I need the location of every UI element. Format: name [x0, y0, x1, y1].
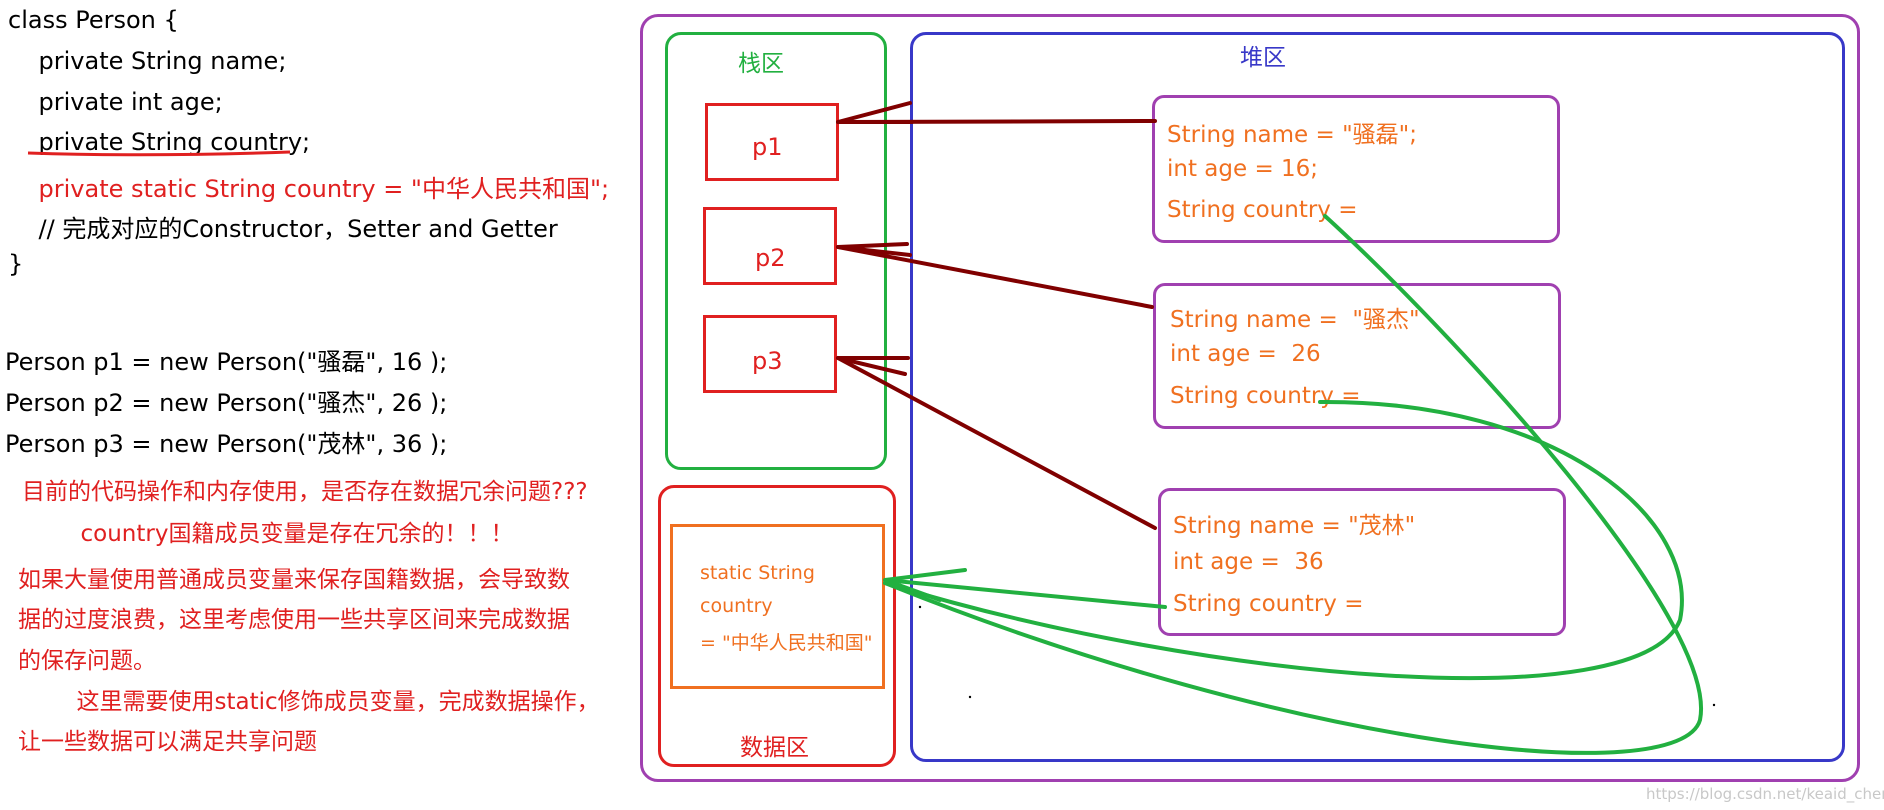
- arrowhead-p1: [836, 101, 914, 124]
- stray-dot: [968, 695, 972, 699]
- field-country: String country =: [1167, 197, 1358, 223]
- heap-object: [1153, 283, 1561, 429]
- data-area: [658, 485, 896, 767]
- instance-line: Person p2 = new Person("骚杰", 26 );: [5, 389, 448, 417]
- data-area-label: 数据区: [740, 735, 809, 761]
- field-age: int age = 26: [1170, 341, 1321, 367]
- code-line: private int age;: [8, 88, 223, 116]
- heap-object: [1158, 488, 1566, 636]
- instance-line: Person p1 = new Person("骚磊", 16 );: [5, 348, 448, 376]
- static-field-box: [670, 524, 885, 689]
- ref-label-p1: p1: [752, 133, 783, 161]
- shared-arrowhead: [884, 568, 967, 602]
- field-age: int age = 16;: [1167, 156, 1319, 182]
- arrowhead-p2: [836, 242, 912, 257]
- field-age: int age = 36: [1173, 549, 1324, 575]
- field-country: String country =: [1173, 591, 1364, 617]
- ref-label-p3: p3: [752, 347, 783, 375]
- static-field-line: country: [700, 595, 773, 617]
- code-line: private String country;: [8, 128, 311, 156]
- underline-mark: [27, 150, 291, 157]
- code-line-comment: // 完成对应的Constructor，Setter and Getter: [8, 215, 558, 243]
- note-line: 据的过度浪费，这里考虑使用一些共享区间来完成数据: [18, 607, 570, 633]
- code-line: }: [8, 250, 24, 278]
- shared-arrow-obj2: [883, 399, 1684, 681]
- field-name: String name = "骚杰": [1170, 307, 1420, 333]
- ref-arrow-p3: [836, 356, 1157, 530]
- watermark: https://blog.csdn.net/keaid_chen: [1646, 785, 1884, 803]
- code-line: class Person {: [8, 6, 179, 34]
- shared-arrow-obj3: [883, 578, 1167, 609]
- stray-dot: [1712, 703, 1716, 707]
- field-name: String name = "茂林": [1173, 513, 1416, 539]
- ref-box-p2: [703, 207, 837, 285]
- field-name: String name = "骚磊";: [1167, 122, 1417, 148]
- note-line: 如果大量使用普通成员变量来保存国籍数据，会导致数: [18, 567, 570, 593]
- shared-arrow-obj1: [883, 214, 1704, 755]
- ref-box-p3: [703, 315, 837, 393]
- stack-label: 栈区: [738, 51, 784, 77]
- note-line: 让一些数据可以满足共享问题: [18, 729, 317, 755]
- note-line: 这里需要使用static修饰成员变量，完成数据操作，: [18, 689, 600, 715]
- static-field-line: static String: [700, 562, 815, 584]
- memory-diagram-frame: [640, 14, 1860, 782]
- stray-dot: [918, 605, 922, 609]
- note-line: 目前的代码操作和内存使用，是否存在数据冗余问题???: [22, 479, 588, 505]
- note-line: 的保存问题。: [18, 648, 156, 674]
- static-field-line: = "中华人民共和国": [700, 632, 873, 654]
- ref-arrow-p2: [836, 245, 1154, 309]
- ref-box-p1: [705, 103, 839, 181]
- field-country: String country =: [1170, 383, 1361, 409]
- instance-line: Person p3 = new Person("茂林", 36 );: [5, 430, 448, 458]
- code-line: private String name;: [8, 47, 287, 75]
- note-line: country国籍成员变量是存在冗余的！！！: [22, 521, 514, 547]
- heap-label: 堆区: [1240, 45, 1286, 71]
- code-line-static: private static String country = "中华人民共和国…: [8, 175, 610, 203]
- ref-label-p2: p2: [755, 244, 786, 272]
- arrowhead-p3: [836, 356, 910, 376]
- heap-object: [1152, 95, 1560, 243]
